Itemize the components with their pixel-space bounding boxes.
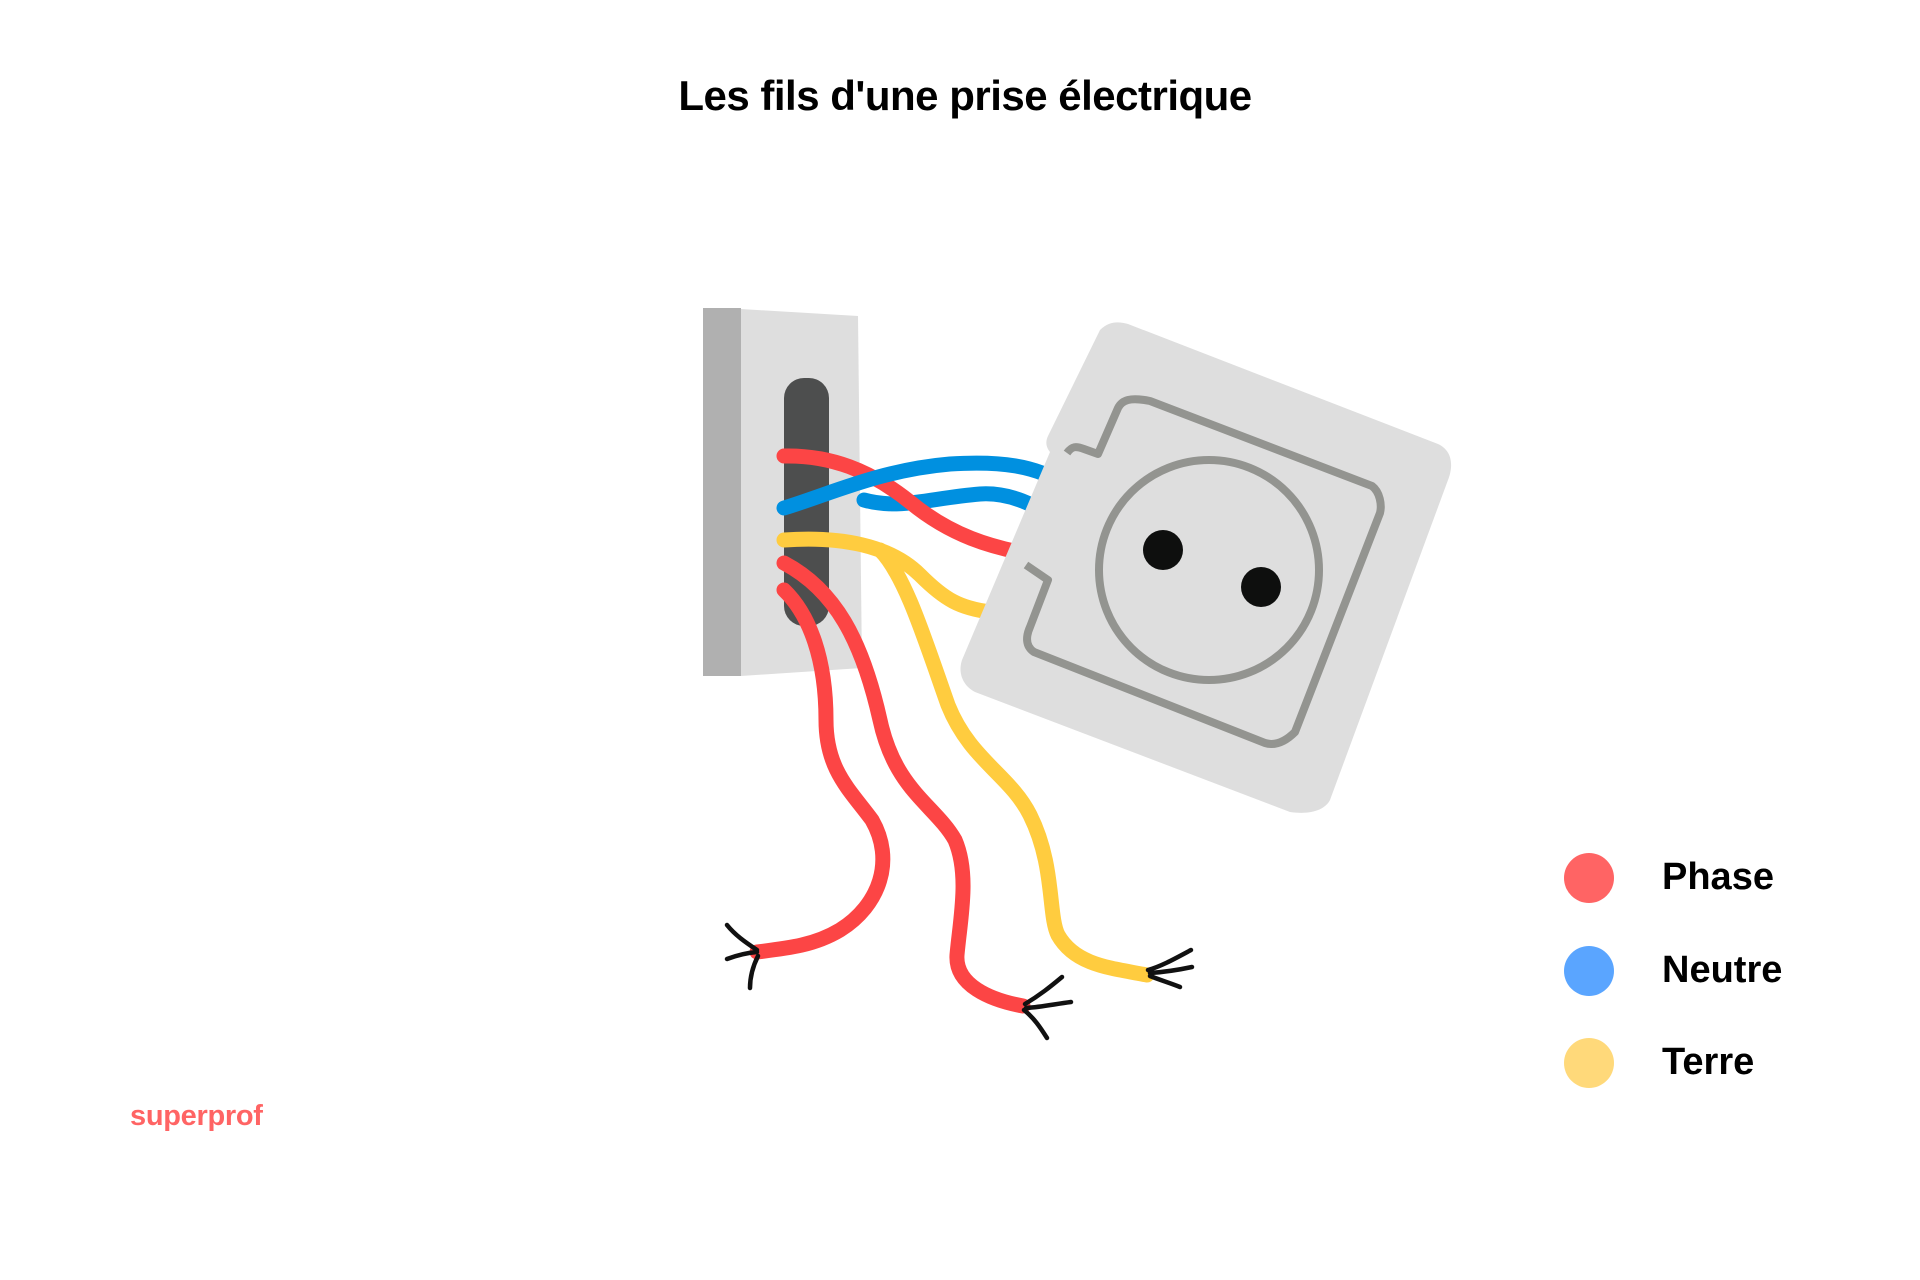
legend-label-phase: Phase [1662,856,1774,898]
legend-label-neutre: Neutre [1662,949,1783,991]
wall-box-side [703,308,741,676]
legend-item-phase: Phase [1564,850,1884,906]
wall-outlet [960,322,1452,813]
legend-label-terre: Terre [1662,1041,1755,1083]
outlet-outline [1023,395,1385,748]
earth-wire-down [872,542,1155,983]
legend-item-neutre: Neutre [1564,943,1884,999]
phase-wire-a [749,582,891,960]
wire-strands [724,922,1195,1041]
page-title: Les fils d'une prise électrique [678,72,1252,119]
neutral-wire-1 [776,455,1074,516]
outlet-hole-2 [1241,567,1281,607]
legend-item-terre: Terre [1564,1035,1884,1091]
neutre-color-dot-icon [1564,946,1614,996]
phase-wire-top [776,448,1048,564]
earth-wire-top [776,531,998,620]
phase-wire-b [776,555,1031,1014]
terre-color-dot-icon [1564,1038,1614,1088]
outlet-socket-ring [1095,456,1323,684]
phase-color-dot-icon [1564,853,1614,903]
outlet-hole-1 [1143,530,1183,570]
superprof-logo: superprof [130,1100,263,1132]
